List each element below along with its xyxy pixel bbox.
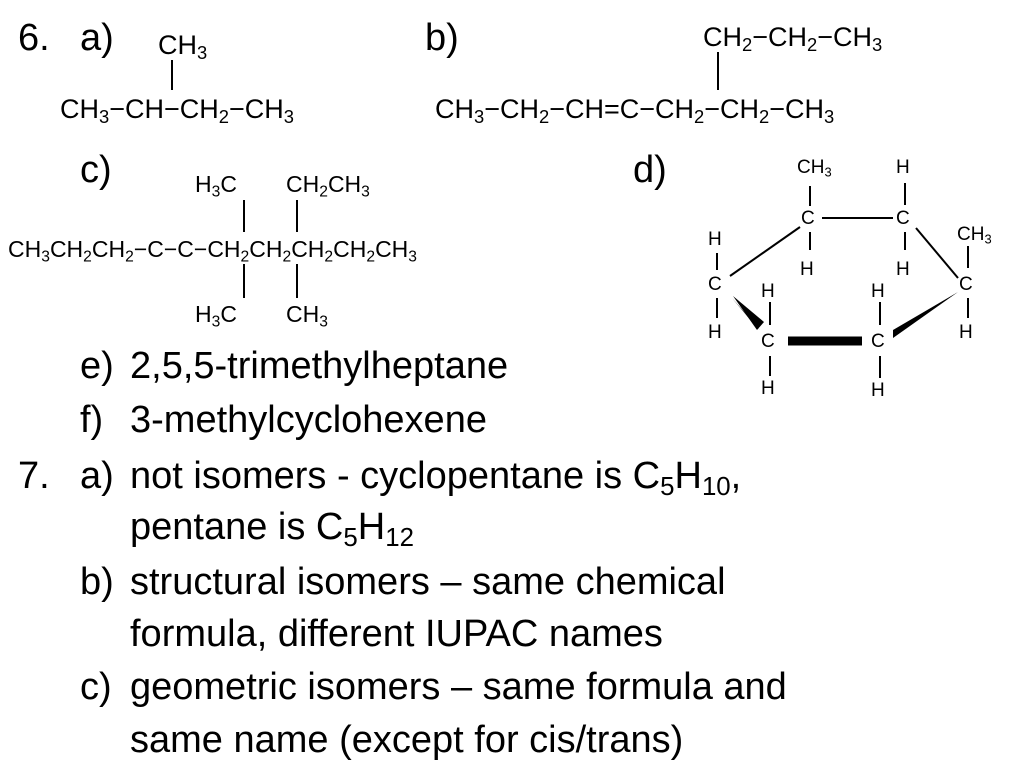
- question-7-number: 7.: [18, 455, 50, 497]
- 7c-label: c): [80, 666, 112, 708]
- part-f-label: f): [80, 399, 104, 441]
- part-c-label: c): [80, 149, 112, 191]
- 6a-methyl-branch: CH3: [158, 30, 208, 64]
- 6d-atom-c5: C: [761, 331, 775, 352]
- 6d-atom-h: H: [708, 322, 722, 343]
- ring-wedge-right: [893, 292, 958, 338]
- 6c-bottom-left-methyl: H3C: [195, 301, 237, 331]
- 6d-atom-h: H: [959, 322, 973, 343]
- 7b-line2: formula, different IUPAC names: [130, 613, 663, 655]
- 7a-line1: not isomers - cyclopentane is C5H10,: [130, 455, 742, 502]
- 6d-atom-c4: C: [871, 331, 885, 352]
- 7a-label: a): [80, 455, 114, 497]
- 7c-line1: geometric isomers – same formula and: [130, 666, 787, 708]
- 7b-label: b): [80, 561, 114, 603]
- 7a-line2: pentane is C5H12: [130, 506, 414, 553]
- 6d-atom-h: H: [761, 378, 775, 399]
- ring-bond-upper-left: [729, 226, 801, 277]
- 6d-atom-c2: C: [896, 208, 910, 229]
- 6d-atom-c1: C: [801, 208, 815, 229]
- 6c-top-left-methyl: H3C: [195, 171, 237, 201]
- 6c-main-chain: CH3CH2CH2−C−C−CH2CH2CH2CH2CH3: [8, 236, 417, 266]
- 6d-methyl-top: CH3: [797, 157, 832, 180]
- 6d-atom-h: H: [871, 380, 885, 401]
- 6d-atom-h: H: [871, 281, 885, 302]
- part-e-label: e): [80, 345, 114, 387]
- ring-bond-upper-right: [915, 227, 959, 279]
- part-f-answer: 3-methylcyclohexene: [130, 399, 487, 441]
- part-e-answer: 2,5,5-trimethylheptane: [130, 345, 509, 387]
- 6b-main-chain: CH3−CH2−CH=C−CH2−CH2−CH3: [435, 94, 835, 128]
- 7b-line1: structural isomers – same chemical: [130, 561, 726, 603]
- part-d-label: d): [633, 149, 667, 191]
- question-6-number: 6.: [18, 17, 50, 59]
- 6d-atom-h: H: [800, 259, 814, 280]
- 6d-atom-h: H: [761, 281, 775, 302]
- 6b-propyl-branch: CH2−CH2−CH3: [703, 22, 883, 56]
- 6a-main-chain: CH3−CH−CH2−CH3: [60, 94, 294, 128]
- part-a-label: a): [80, 17, 114, 59]
- 7c-line2: same name (except for cis/trans): [130, 719, 684, 761]
- 6d-atom-c6: C: [708, 274, 722, 295]
- ring-wedge-left-fill: [733, 296, 764, 330]
- 6d-atom-h: H: [896, 259, 910, 280]
- 6c-top-right-ethyl: CH2CH3: [286, 171, 370, 201]
- 6d-methyl-right: CH3: [957, 224, 992, 247]
- 6d-atom-h: H: [708, 229, 722, 250]
- 6d-atom-c3: C: [959, 274, 973, 295]
- 6c-bottom-right-methyl: CH3: [286, 301, 328, 331]
- 6d-atom-h: H: [896, 157, 910, 178]
- part-b-label: b): [425, 17, 459, 59]
